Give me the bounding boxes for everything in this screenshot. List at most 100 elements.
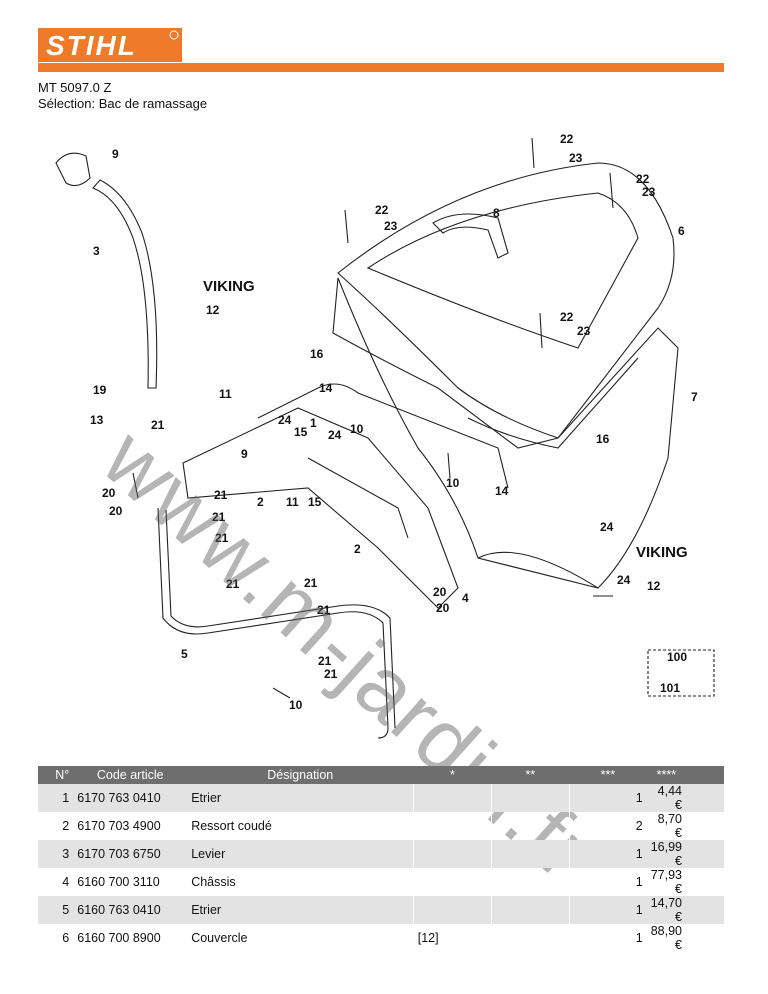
callout: 100 [667,650,687,664]
cell-code: 6160 763 0410 [73,896,188,924]
callout: 23 [577,324,591,338]
callout: 21 [151,418,165,432]
table-row: 6 6160 700 8900 Couvercle [12] 1 88,90 € [38,924,724,952]
bracket-shape [157,507,389,739]
cell-code: 6170 703 4900 [77,819,161,833]
callout: 21 [304,576,318,590]
callout: 6 [678,224,685,238]
table-row: 4 6160 700 3110 Châssis 1 77,93 € [38,868,724,896]
brand-text: STIHL [46,30,137,61]
col-header-star4: **** [646,766,724,784]
callout: 12 [206,303,220,317]
callout: 21 [317,603,331,617]
callout: 10 [446,476,460,490]
cell-designation: Couvercle [191,931,248,945]
cell-code: 6160 700 8900 [77,931,161,945]
exploded-parts-diagram: VIKING VIKING 9 3 22 23 22 23 8 22 23 6 … [55,132,715,739]
callout: 21 [318,654,332,668]
selection-title: Sélection: Bac de ramassage [38,96,208,111]
callout: 4 [462,591,469,605]
callout: 11 [286,495,299,509]
callout: 16 [310,347,324,361]
cell-qty: 1 [568,896,647,924]
callout: 7 [691,390,698,404]
cell-star1 [412,812,492,840]
cell-star2 [491,784,570,812]
cell-qty: 1 [568,840,647,868]
callout: 101 [660,681,680,695]
callout: 10 [350,422,364,436]
col-header-no: N° [38,766,74,784]
cell-price: 88,90 € [650,924,682,952]
callout: 21 [324,667,338,681]
callout: 22 [560,132,574,146]
cell-price: 14,70 € [646,896,724,924]
col-header-star1: * [413,766,492,784]
callout: 24 [617,573,631,587]
table-row: 3 6170 703 6750 Levier 1 16,99 € [38,840,724,868]
cell-designation: Ressort coudé [191,819,272,833]
callout: 22 [636,172,650,186]
cell-price: 77,93 € [650,868,682,896]
callout: 9 [241,447,248,461]
callout: 15 [308,495,322,509]
callout: 21 [226,577,240,591]
model-number: MT 5097.0 Z [38,80,112,95]
callout: 14 [319,381,333,395]
callout: 24 [600,520,614,534]
col-header-designation: Désignation [187,766,414,784]
col-header-star2: ** [491,766,570,784]
callout: 3 [93,244,100,258]
callout: 2 [257,495,264,509]
cell-price: 8,70 € [657,812,682,840]
cell-qty: 2 [568,812,647,840]
cell-star2 [491,896,570,924]
cell-star2 [491,868,570,896]
callout: 20 [109,504,123,518]
callout: 22 [560,310,574,324]
cell-qty: 1 [568,924,647,952]
cell-no: 3 [38,840,74,868]
cell-star1 [412,868,492,896]
cell-star1: [12] [412,924,492,952]
callout: 12 [647,579,661,593]
callout: 23 [569,151,583,165]
callout: 24 [328,428,342,442]
cell-code: 6170 703 6750 [73,840,188,868]
cell-star1 [412,840,492,868]
header-rule [38,63,724,72]
lever-shape [92,179,158,389]
cell-no: 6 [62,931,70,945]
cell-no: 2 [62,819,70,833]
lid-shape [337,162,675,439]
callout: 19 [93,383,107,397]
callout: 20 [102,486,116,500]
parts-table: N° Code article Désignation * ** *** ***… [38,766,724,952]
callout: 20 [433,585,447,599]
callout: 21 [215,531,229,545]
callout: 21 [212,510,226,524]
callout: 24 [278,413,292,427]
cell-star2 [491,924,570,952]
callout: 5 [181,647,188,661]
callout: 8 [493,206,500,220]
col-header-code: Code article [73,766,188,784]
table-row: 1 6170 763 0410 Etrier 1 4,44 € [38,784,724,812]
cell-star1 [412,896,492,924]
cell-no: 5 [38,896,74,924]
viking-logo-right: VIKING [636,544,688,561]
callout: 23 [384,219,398,233]
cell-no: 4 [62,875,70,889]
callout: 16 [596,432,610,446]
cell-designation: Levier [187,840,414,868]
callout: 11 [219,387,232,401]
col-header-star3: *** [569,766,647,784]
stihl-logo: STIHL [38,28,182,62]
table-header-row: N° Code article Désignation * ** *** ***… [38,766,724,784]
cell-qty: 1 [568,868,647,896]
cell-price: 16,99 € [646,840,724,868]
cell-designation: Etrier [187,784,414,812]
cell-star2 [491,812,570,840]
cell-code: 6170 763 0410 [73,784,188,812]
cell-designation: Etrier [187,896,414,924]
